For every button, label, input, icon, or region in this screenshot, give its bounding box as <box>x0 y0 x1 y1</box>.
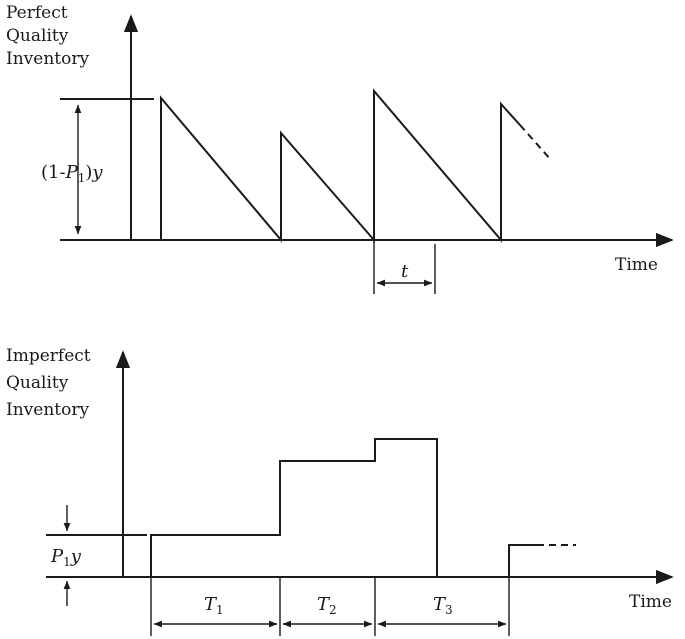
top-panel-labels: Perfect Quality Inventory Time (1-P1)y t <box>6 3 658 282</box>
bottom-y-axis-label-line-2: Quality <box>6 373 69 393</box>
top-x-axis-label: Time <box>615 255 658 275</box>
bottom-y-axis-label-line-1: Imperfect <box>6 346 91 366</box>
bottom-panel <box>46 350 674 636</box>
top-y-axis-label-line-2: Quality <box>6 26 69 46</box>
perfect-inventory-sawtooth <box>160 88 521 243</box>
top-y-axis-label-line-3: Inventory <box>6 49 89 69</box>
top-panel <box>60 14 674 294</box>
period-label-t3: T3 <box>433 594 453 617</box>
bottom-y-axis-label-line-3: Inventory <box>6 400 89 420</box>
imperfect-inventory-steps <box>150 438 438 577</box>
t-interval-label: t <box>401 261 409 282</box>
imperfect-inventory-next-cycle <box>508 544 537 577</box>
bottom-level-label: P1y <box>50 546 82 569</box>
top-level-label: (1-P1)y <box>41 162 103 185</box>
perfect-inventory-continuation <box>519 124 552 161</box>
period-label-t1: T1 <box>204 594 224 617</box>
bottom-panel-labels: Imperfect Quality Inventory Time P1y T1 … <box>6 346 672 617</box>
top-y-axis-label-line-1: Perfect <box>6 3 68 23</box>
bottom-x-axis-label: Time <box>629 592 672 612</box>
period-label-t2: T2 <box>317 594 337 617</box>
